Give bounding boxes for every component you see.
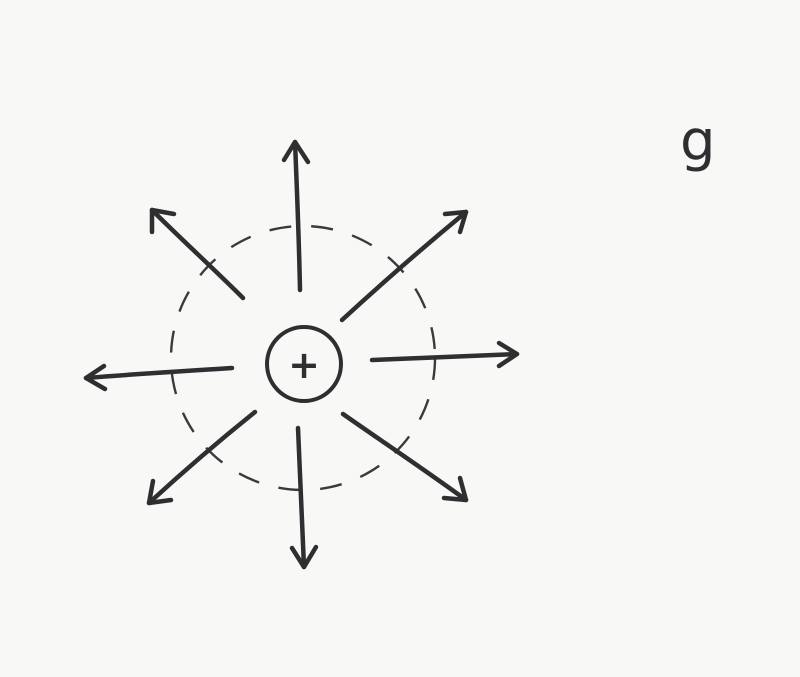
field-arrow-up <box>281 139 311 293</box>
field-arrow-down-left <box>146 409 258 506</box>
field-arrow-down <box>289 425 319 570</box>
field-arrow-down-right <box>340 411 469 503</box>
figure-label: g <box>680 109 716 174</box>
charge-circle <box>265 325 343 403</box>
field-arrow-left <box>83 363 235 392</box>
charge-sign: + <box>288 343 320 387</box>
field-arrow-up-right <box>339 209 469 323</box>
field-arrow-up-left <box>149 207 246 301</box>
positive-charge: + <box>265 325 343 403</box>
field-arrow-right <box>369 340 520 369</box>
